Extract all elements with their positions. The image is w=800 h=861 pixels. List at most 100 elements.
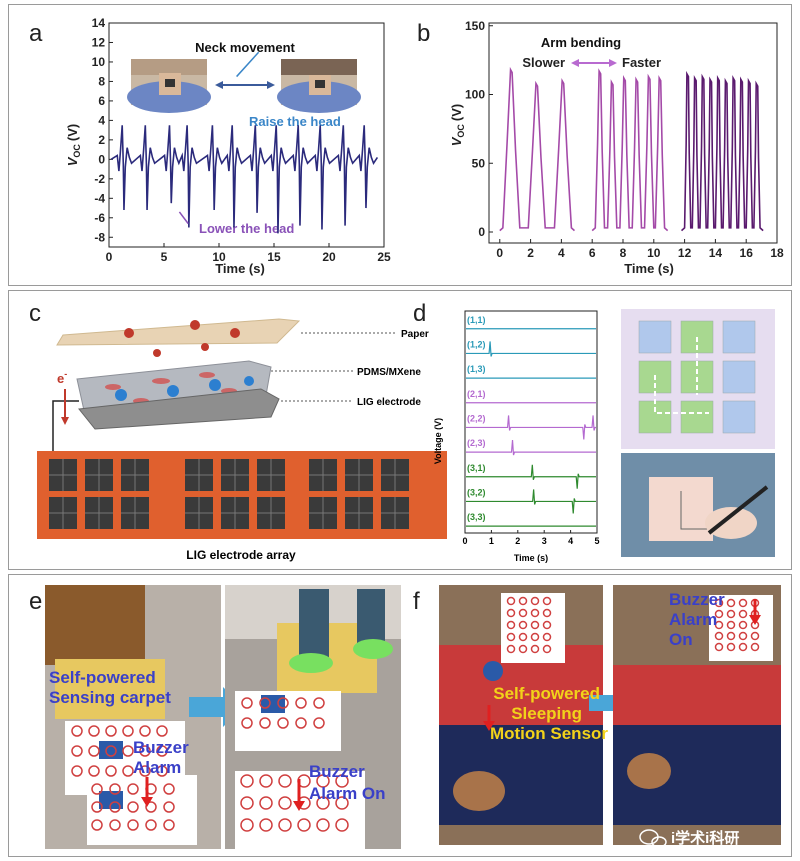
sensor-dot	[163, 783, 175, 795]
x-tick-label: 10	[212, 250, 226, 264]
sensor-dot	[714, 642, 724, 652]
x-tick-label: 5	[594, 536, 599, 546]
lower-arrow-icon	[178, 211, 189, 225]
panel-d-ylabel: Voltage (V)	[433, 418, 443, 464]
channel-trace	[466, 415, 596, 440]
writing-pen	[707, 485, 769, 535]
sensor-dot	[518, 620, 528, 630]
sensor-dot	[506, 620, 516, 630]
sensor-dot	[518, 644, 528, 654]
sensor-dot	[277, 717, 289, 729]
y-tick-label: 4	[98, 113, 105, 127]
sensor-dot	[726, 620, 736, 630]
sensor-dot	[259, 697, 271, 709]
channel-label: (1,2)	[467, 339, 486, 349]
sensor-dot	[295, 697, 307, 709]
positive-charges	[124, 320, 240, 357]
alarm-arrow-icon-e2	[293, 779, 305, 811]
sensor-dot	[313, 697, 325, 709]
sensor-dot	[105, 745, 117, 757]
sensor-dot	[518, 596, 528, 606]
x-tick-label: 4	[568, 536, 573, 546]
sensor-dot	[542, 596, 552, 606]
x-tick-label: 1	[489, 536, 494, 546]
sensor-dot	[145, 819, 157, 831]
electron-label: e-	[57, 369, 67, 386]
sensor-dot	[122, 725, 134, 737]
sensor-dot	[163, 801, 175, 813]
panel-ab-svg: a Neck movement Raise the head Lower the…	[29, 16, 784, 276]
paper-label: Paper	[401, 329, 429, 340]
pad-cell	[680, 400, 714, 434]
channel-trace	[466, 489, 596, 514]
sensor-dot	[542, 620, 552, 630]
sensor-dot	[259, 818, 273, 832]
x-tick-label: 2	[515, 536, 520, 546]
sensor-dot	[109, 801, 121, 813]
channel-label: (3,1)	[467, 463, 486, 473]
panel-c-letter: c	[29, 300, 41, 327]
panel-a-ylabel: VOC(V)	[65, 124, 82, 167]
x-tick-label: 15	[267, 250, 281, 264]
sensor-dot	[127, 801, 139, 813]
paper-layer	[56, 318, 301, 346]
sensor-dot	[139, 725, 151, 737]
arm-signal-segment	[499, 66, 576, 232]
panel-a-frame	[108, 22, 385, 248]
writing-hand	[705, 507, 757, 539]
channel-label: (3,3)	[467, 512, 486, 522]
panel-cd-svg: c e-	[29, 300, 775, 563]
sensor-dot	[127, 783, 139, 795]
sensor-dot	[297, 818, 311, 832]
sensor-dot	[542, 608, 552, 618]
y-tick-label: 10	[92, 55, 106, 69]
pdms-label: PDMS/MXene	[357, 367, 421, 378]
channel-label: (2,2)	[467, 413, 486, 423]
x-tick-label: 8	[620, 246, 627, 260]
arm-signal-segment	[591, 68, 669, 232]
sensor-dot	[313, 717, 325, 729]
sensor-dot	[109, 819, 121, 831]
sensor-dot	[278, 818, 292, 832]
carpet-sensor-dots-left	[71, 725, 175, 831]
sensor-dot	[139, 765, 151, 777]
y-tick-label: 50	[472, 156, 486, 170]
y-tick-label: 2	[98, 133, 105, 147]
sensor-dot	[145, 801, 157, 813]
sensor-dot	[726, 609, 736, 619]
x-tick-label: 0	[106, 250, 113, 264]
sensor-dot	[542, 632, 552, 642]
alarm-arrow-icon-f1	[483, 705, 495, 731]
y-tick-label: -2	[94, 172, 105, 186]
channel-label: (3,2)	[467, 487, 486, 497]
channel-trace	[466, 341, 596, 357]
neck-photo-right	[277, 59, 361, 113]
x-tick-label: 4	[558, 246, 565, 260]
lig-label: LIG electrode	[357, 397, 421, 408]
x-tick-label: 10	[647, 246, 661, 260]
sensor-dot	[316, 818, 330, 832]
sensor-dot	[335, 818, 349, 832]
sensor-dot	[518, 608, 528, 618]
sensor-dot	[316, 796, 330, 810]
panel-a-letter: a	[29, 20, 43, 47]
lower-head-label: Lower the head	[199, 221, 294, 236]
buzzer-alarm-label: Buzzer Alarm	[133, 738, 193, 777]
channel-trace	[466, 464, 596, 489]
channel-label: (1,3)	[467, 364, 486, 374]
x-tick-label: 6	[589, 246, 596, 260]
electron-arrow-icon	[61, 389, 69, 425]
negative-charges	[115, 376, 254, 401]
raise-head-label: Raise the head	[249, 114, 341, 129]
sensor-dot	[240, 774, 254, 788]
sensor-dot	[506, 644, 516, 654]
alarm-arrow-icon-f2	[749, 599, 761, 625]
panel-ef-svg: e Self-powered	[29, 585, 781, 849]
carpet-photo-right	[225, 585, 401, 849]
panel-d-letter: d	[413, 300, 426, 327]
sensor-dot	[88, 725, 100, 737]
sensor-dot	[127, 819, 139, 831]
buzzer-alarm-on-label: Buzzer Alarm On	[309, 762, 386, 803]
sensor-dot	[316, 774, 330, 788]
slower-label: Slower	[522, 55, 565, 70]
